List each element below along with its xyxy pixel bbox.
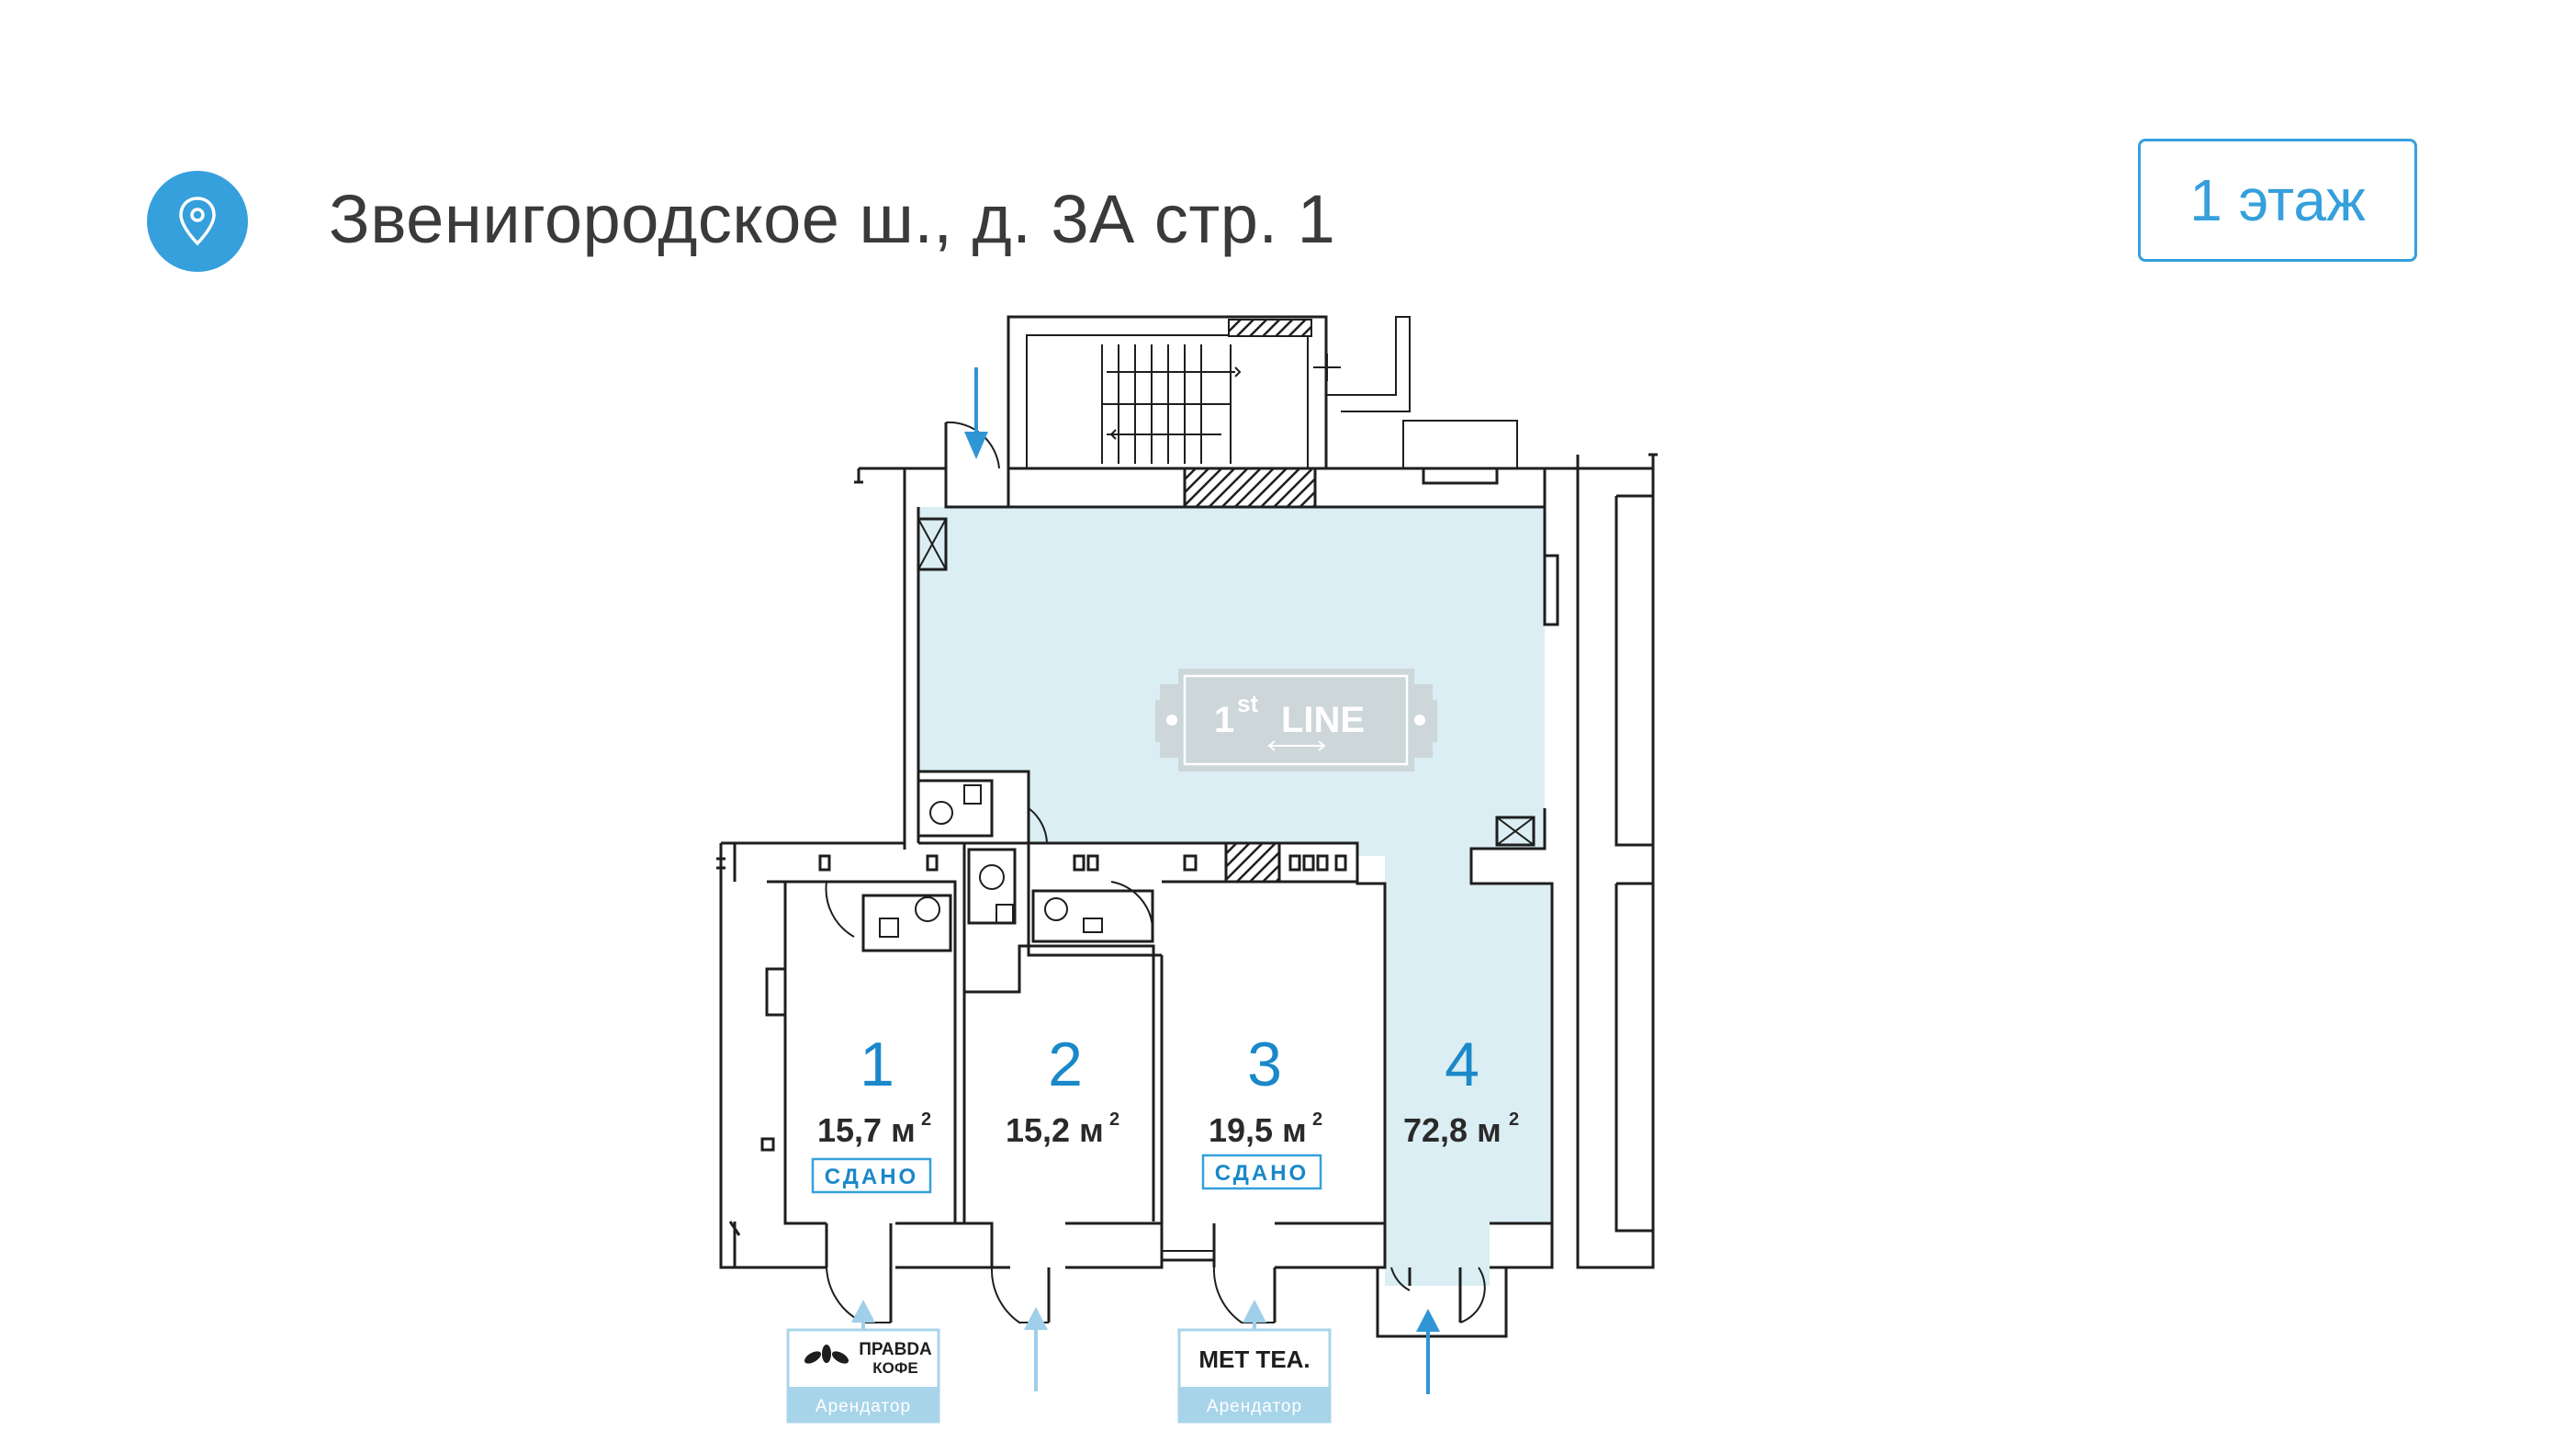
unit-3-area-sup: 2 (1312, 1109, 1322, 1130)
entrance-arrows (851, 1300, 1440, 1394)
unit-3-number: 3 (1247, 1030, 1282, 1099)
unit-4-number: 4 (1445, 1030, 1479, 1099)
unit-2-number: 2 (1048, 1030, 1083, 1099)
tenant-pravda-caption: Арендатор (816, 1397, 911, 1416)
unit-3-area: 19,5 м (1209, 1111, 1307, 1149)
floor-selector-button[interactable]: 1 этаж (2138, 139, 2417, 262)
tenant-badge-mettea: MET TEA. Арендатор (1177, 1328, 1332, 1424)
tenant-badge-pravda: ПРАВDА КОФЕ Арендатор (786, 1328, 940, 1424)
tenant-pravda-name-2: КОФЕ (872, 1359, 917, 1377)
leaf-icon (804, 1345, 849, 1364)
unit-3[interactable]: 3 19,5 м 2 СДАНО (1201, 1030, 1322, 1190)
unit-partitions (767, 779, 1387, 1223)
unit-1-status: СДАНО (825, 1165, 918, 1189)
entrance-arrow-top (964, 367, 988, 459)
unit-2[interactable]: 2 15,2 м 2 (1006, 1030, 1119, 1149)
front-wall (825, 1222, 1554, 1338)
unit-4-area-sup: 2 (1509, 1109, 1519, 1130)
unit-1-area-sup: 2 (921, 1109, 931, 1130)
tenant-mettea-name: MET TEA. (1198, 1346, 1310, 1373)
outer-walls (854, 420, 1658, 1269)
tenant-mettea-caption: Арендатор (1207, 1397, 1302, 1416)
logo-word: LINE (1281, 700, 1365, 740)
logo-suffix: st (1237, 690, 1258, 717)
unit-1[interactable]: 1 15,7 м 2 СДАНО (811, 1030, 932, 1194)
unit-1-status-badge (811, 1157, 932, 1194)
building-address: Звенигородское ш., д. 3А стр. 1 (329, 181, 1336, 257)
logo-number: 1 (1214, 700, 1234, 740)
unit-1-number: 1 (860, 1030, 894, 1099)
unit-2-area-sup: 2 (1109, 1109, 1119, 1130)
location-pin-badge (147, 171, 248, 272)
unit-4-entry-fill (1385, 1242, 1490, 1286)
left-walls (716, 841, 1198, 1269)
unit-1-area: 15,7 м (817, 1111, 916, 1149)
unit-2-area: 15,2 м (1006, 1111, 1104, 1149)
unit-3-status-badge (1201, 1154, 1322, 1190)
tenant-pravda-name-1: ПРАВDА (859, 1340, 932, 1359)
unit-3-status: СДАНО (1215, 1161, 1309, 1186)
location-pin-icon (179, 197, 216, 246)
first-line-logo: 1 st LINE (1155, 669, 1437, 771)
unit-4-area: 72,8 м (1403, 1111, 1502, 1149)
staircase (1007, 315, 1411, 470)
unit-4[interactable]: 4 72,8 м 2 (1403, 1030, 1519, 1149)
